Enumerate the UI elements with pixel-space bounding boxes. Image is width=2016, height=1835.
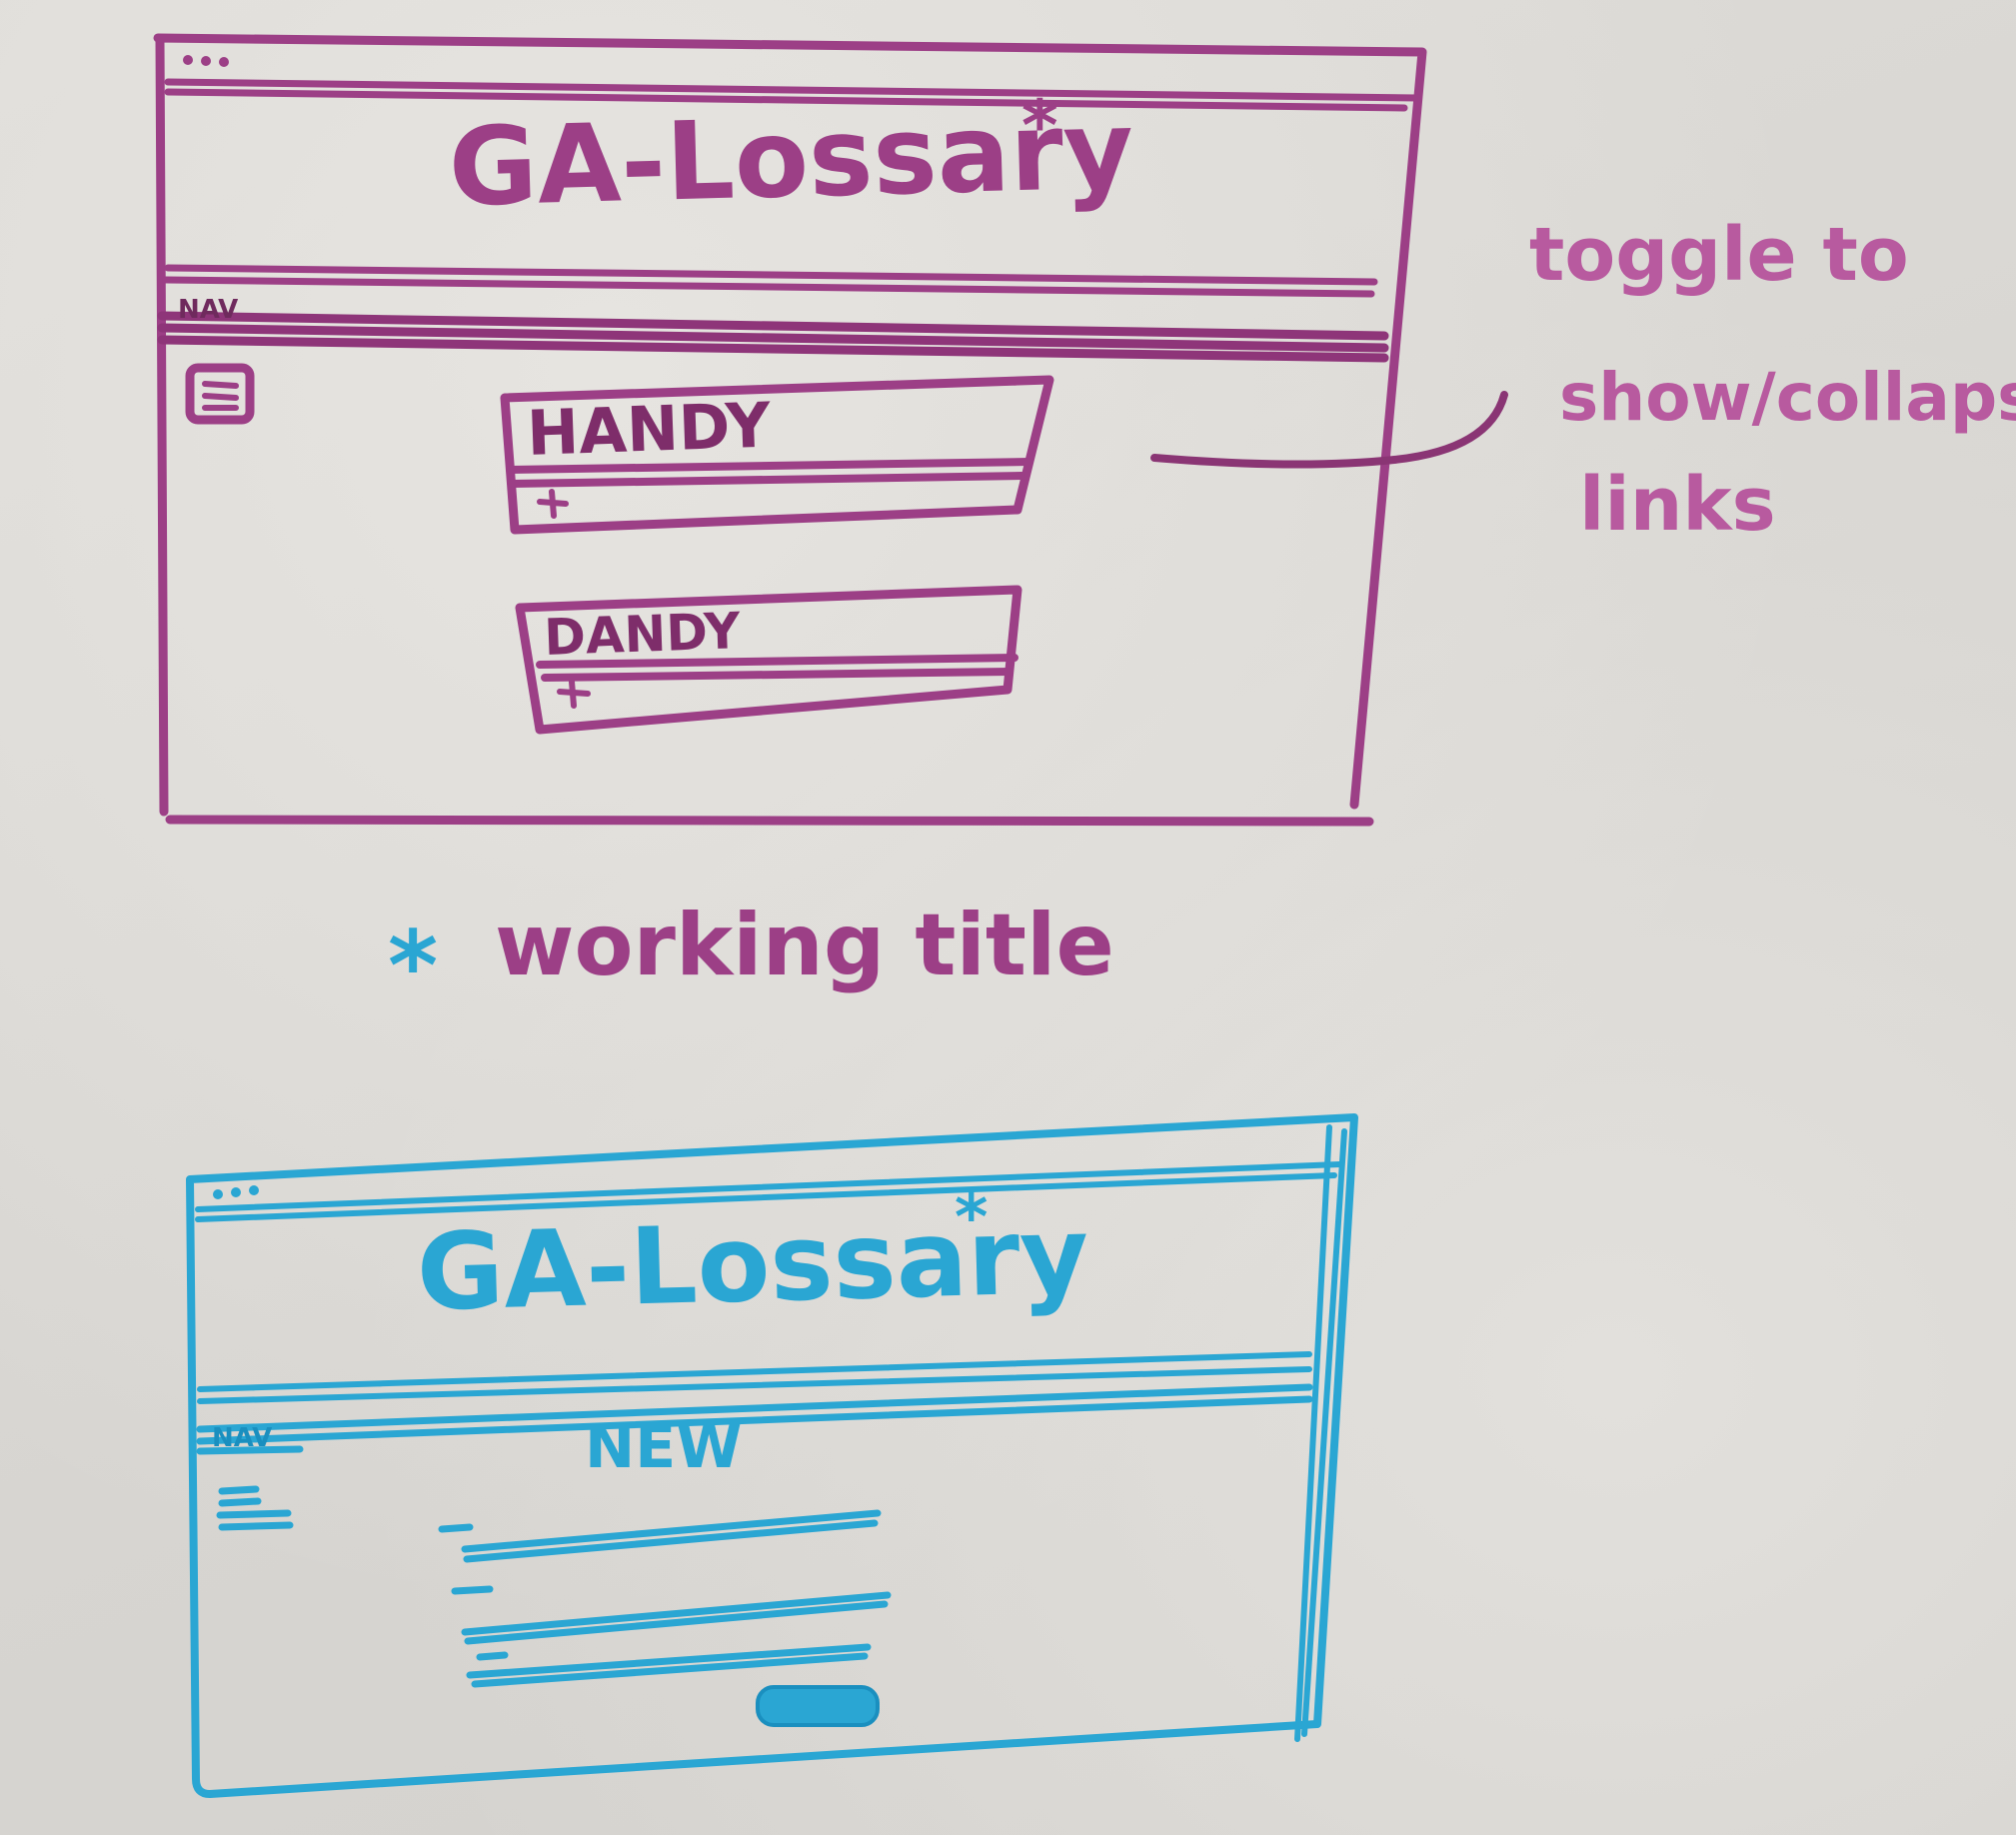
blue-nav-label: NAV (212, 1423, 272, 1453)
blue-form-field-2[interactable] (451, 1585, 892, 1645)
card-label-dandy: DANDY (543, 602, 742, 667)
purple-menu-icon (185, 363, 255, 425)
blue-top-bar (195, 1161, 1342, 1222)
purple-window-dots-icon (183, 55, 229, 67)
purple-title: GA-Lossary (447, 88, 1134, 231)
blue-submit-button[interactable] (756, 1685, 880, 1727)
blue-title: GA-Lossary (415, 1193, 1089, 1334)
purple-card-handy[interactable] (500, 375, 1054, 535)
footnote-asterisk: * (388, 911, 438, 1022)
card-label-handy: HANDY (526, 388, 773, 469)
purple-header-divider (162, 264, 1378, 298)
purple-wireframe (153, 33, 1508, 827)
purple-nav-label: NAV (178, 295, 238, 325)
blue-title-asterisk: * (955, 1181, 988, 1255)
blue-form-field-1[interactable] (438, 1509, 882, 1563)
blue-frame-right-edge (1294, 1124, 1347, 1742)
blue-header-divider (197, 1351, 1312, 1404)
annotation-line-1: toggle to (1529, 212, 1909, 298)
blue-form-field-3[interactable] (466, 1643, 872, 1688)
purple-title-asterisk: * (1021, 85, 1058, 167)
annotation-connector (1150, 391, 1508, 469)
purple-nav-bar (157, 311, 1389, 363)
purple-top-bar (164, 78, 1421, 112)
blue-wireframe (186, 1113, 1358, 1798)
blue-heading-new: NEW (585, 1412, 742, 1482)
purple-card-dandy[interactable] (515, 585, 1022, 735)
blue-menu-icon (216, 1485, 294, 1531)
annotation-line-2: show/collapse (1559, 359, 2016, 436)
purple-browser-frame (153, 33, 1427, 827)
blue-window-dots-icon (213, 1185, 259, 1199)
annotation-line-3: links (1579, 462, 1776, 548)
blue-browser-frame (186, 1113, 1358, 1798)
blue-nav-bar (196, 1383, 1313, 1455)
footnote-text: working title (495, 896, 1114, 995)
